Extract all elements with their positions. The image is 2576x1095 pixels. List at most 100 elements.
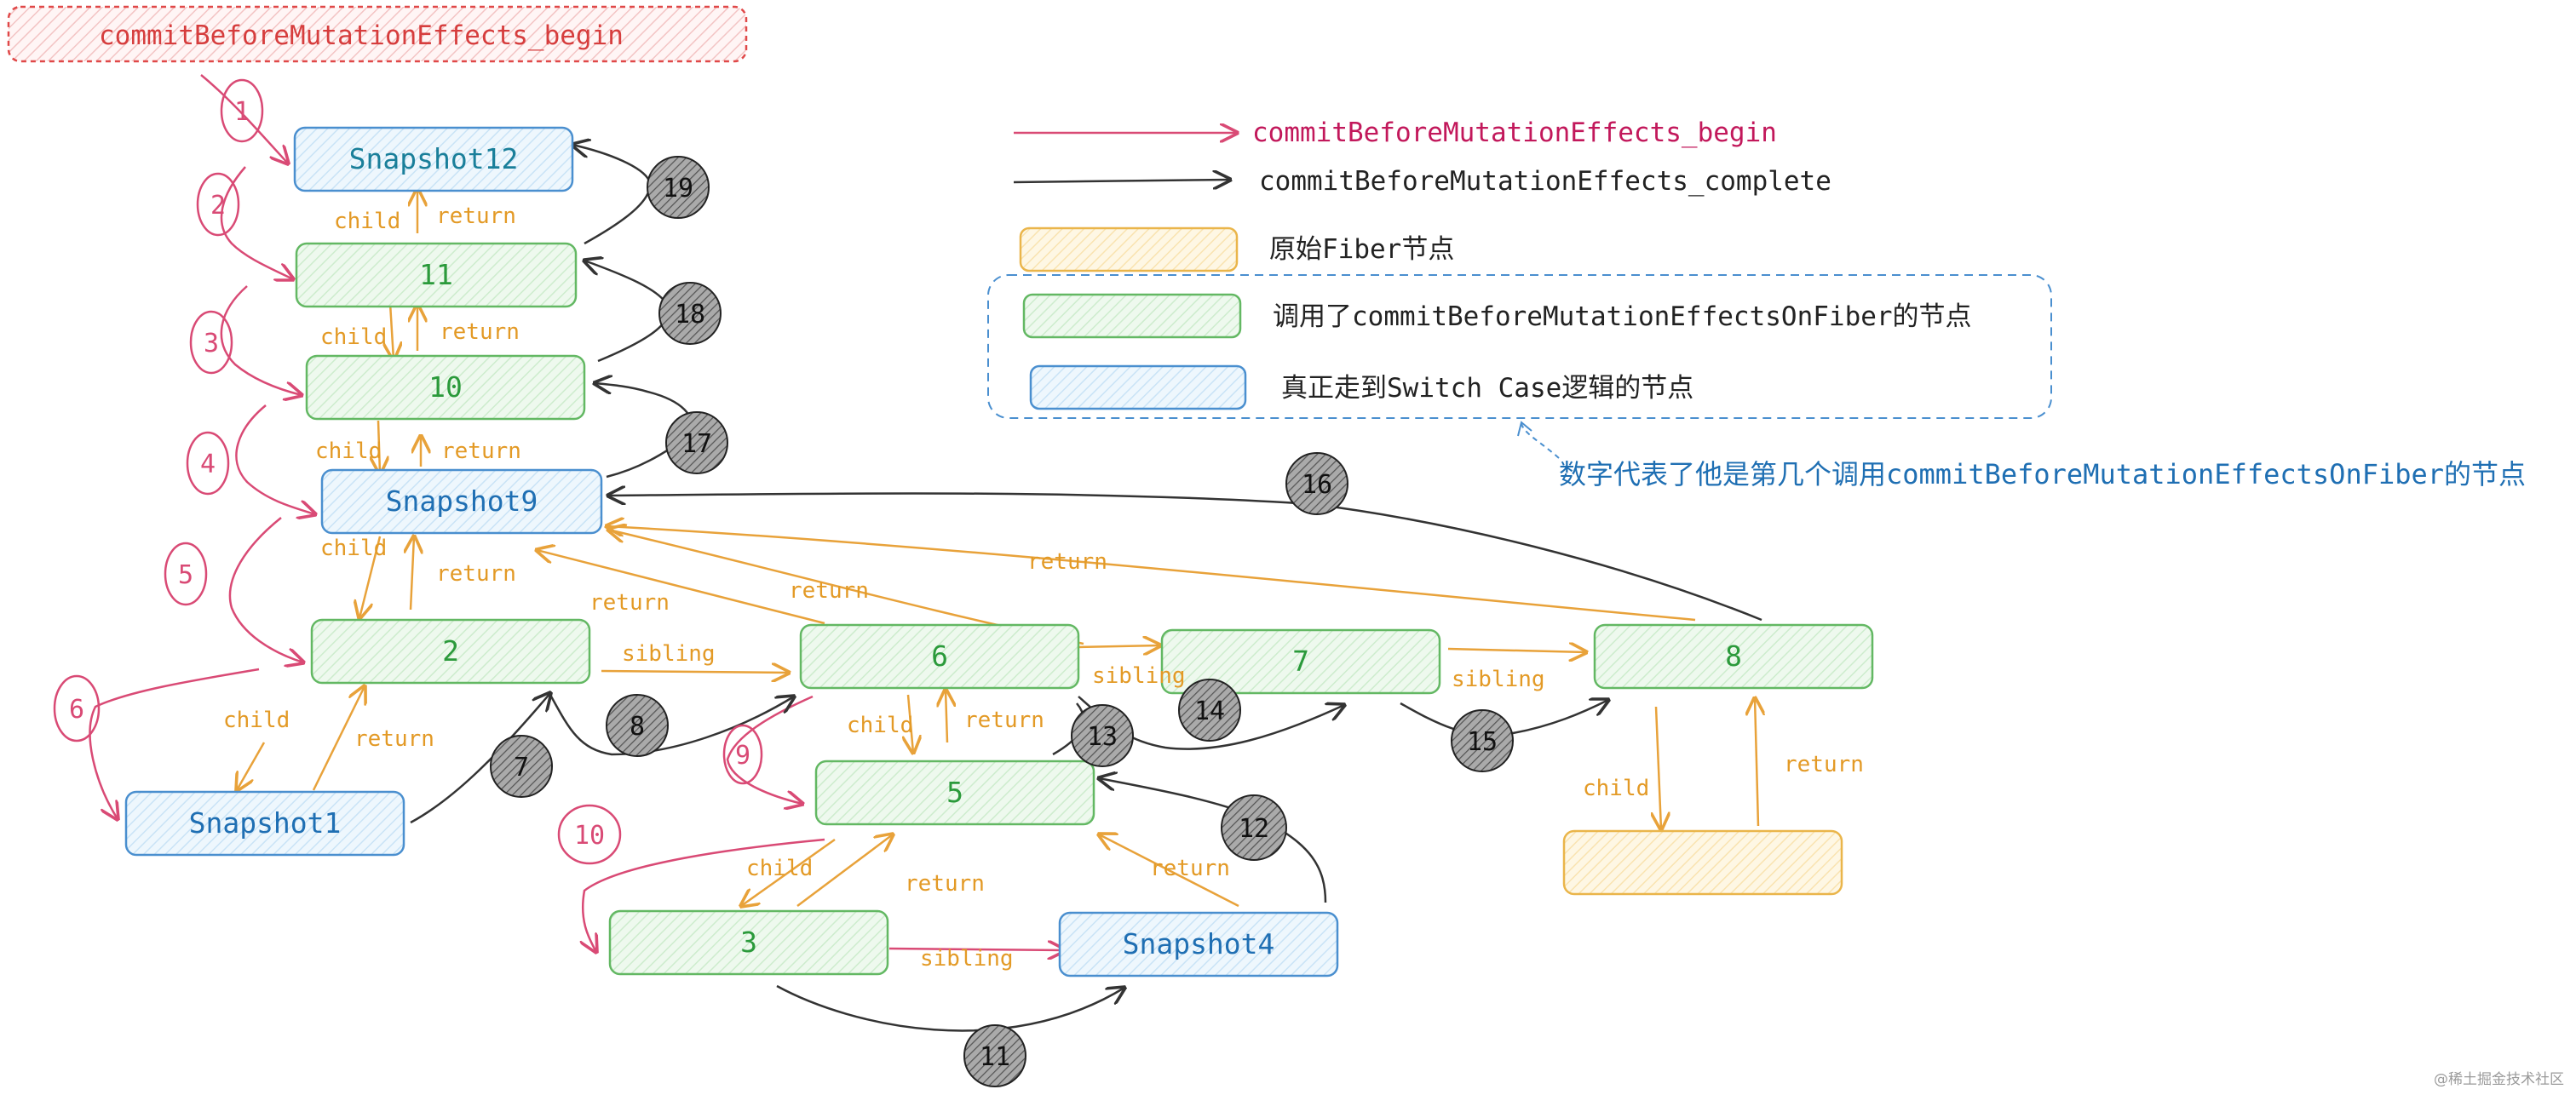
step-number-13: 13 <box>1087 722 1118 752</box>
node-11 <box>295 242 578 308</box>
node-label-snapshot9: Snapshot9 <box>386 484 538 518</box>
node-label-8: 8 <box>1725 639 1742 673</box>
complete-arrow-18 <box>584 261 670 363</box>
edge-label-child: child <box>223 708 290 733</box>
begin-arrow-6 <box>89 668 260 819</box>
step-number-5: 5 <box>178 560 193 590</box>
step-marker-12 <box>1221 794 1287 861</box>
edge-label-return: return <box>789 578 869 604</box>
step-marker-11 <box>963 1024 1026 1087</box>
node-3 <box>608 909 889 976</box>
edge-label-return: return <box>589 590 670 616</box>
link-8-child-leaf <box>1656 706 1661 829</box>
step-marker-2 <box>196 172 240 237</box>
step-marker-16 <box>1285 452 1348 515</box>
node-5 <box>814 760 1095 826</box>
edge-label-child: child <box>746 856 813 881</box>
link-5-return-6 <box>946 690 947 743</box>
link-s1-return-2 <box>312 686 365 791</box>
node-snapshot9 <box>320 468 603 535</box>
node-label-3: 3 <box>740 926 757 959</box>
edge-label-sibling: sibling <box>622 641 716 667</box>
link-2-sibling-6 <box>601 671 789 673</box>
node-snapshot4 <box>1058 911 1339 977</box>
link-11-child-10 <box>390 302 394 359</box>
edge-label-child: child <box>1583 776 1649 801</box>
step-marker-10 <box>557 804 622 865</box>
step-number-11: 11 <box>980 1042 1010 1072</box>
node-7 <box>1160 628 1441 695</box>
node-6 <box>799 623 1080 690</box>
edge-label-child: child <box>315 439 382 464</box>
step-number-6: 6 <box>69 695 84 725</box>
step-number-18: 18 <box>675 300 705 330</box>
link-6-return-9 <box>537 550 825 625</box>
node-2 <box>310 618 591 685</box>
step-number-14: 14 <box>1194 697 1225 726</box>
complete-arrow-19 <box>572 145 652 245</box>
step-number-3: 3 <box>204 329 219 358</box>
step-marker-17 <box>665 411 728 474</box>
edge-label-return: return <box>354 726 434 752</box>
complete-step-markers: 7 8 11 12 13 14 15 16 17 18 19 <box>490 156 1514 1087</box>
note-pointer-arrow <box>1521 423 1560 459</box>
node-8 <box>1593 623 1874 690</box>
link-9-child-2 <box>359 536 382 618</box>
step-marker-4 <box>186 431 230 496</box>
legend-switch-swatch <box>1029 364 1247 410</box>
begin-arrow-3 <box>220 285 302 395</box>
legend-complete-label: commitBeforeMutationEffects_complete <box>1259 166 1831 197</box>
complete-arrow-12 <box>1099 778 1327 903</box>
legend-begin-label: commitBeforeMutationEffects_begin <box>1252 118 1777 148</box>
edge-label-child: child <box>320 536 387 561</box>
step-number-7: 7 <box>514 753 529 783</box>
step-number-1: 1 <box>234 97 250 127</box>
edge-label-return: return <box>1784 752 1864 777</box>
legend-original-label: 原始Fiber节点 <box>1269 234 1454 265</box>
legend-called-label: 调用了commitBeforeMutationEffectsOnFiber的节点 <box>1273 301 1972 332</box>
step-marker-7 <box>490 735 553 798</box>
step-number-15: 15 <box>1467 727 1498 757</box>
edge-label-child: child <box>847 713 913 738</box>
link-3-return-5 <box>796 834 893 907</box>
edge-label-child: child <box>334 209 400 234</box>
title-tag-text: commitBeforeMutationEffects_begin <box>99 20 624 51</box>
link-5-child-3 <box>741 838 836 906</box>
link-10-child-9 <box>378 420 380 473</box>
edge-label-child: child <box>320 324 387 350</box>
complete-arrow-11 <box>776 986 1124 1032</box>
node-snapshot12 <box>293 126 574 192</box>
edge-label-return: return <box>436 204 516 229</box>
edge-labels: child return child return child return c… <box>223 204 1864 972</box>
begin-arrow-5 <box>228 517 303 662</box>
edge-label-return: return <box>1150 856 1230 881</box>
node-label-11: 11 <box>419 258 453 291</box>
link-s4-return-5 <box>1099 834 1239 908</box>
complete-arrows <box>410 145 1762 1032</box>
link-6-child-5 <box>908 694 913 753</box>
link-2-child-s1 <box>237 742 266 790</box>
legend-called-swatch <box>1022 293 1242 339</box>
begin-arrow-10 <box>583 838 825 952</box>
edge-label-return: return <box>441 439 521 464</box>
legend-original-swatch <box>1019 226 1239 272</box>
step-number-2: 2 <box>210 191 226 221</box>
title-tag-box <box>7 5 748 63</box>
complete-arrow-7 <box>410 693 550 824</box>
step-number-9: 9 <box>735 741 750 771</box>
node-original-fiber-leaf <box>1562 829 1843 896</box>
step-number-16: 16 <box>1302 470 1332 500</box>
step-marker-6 <box>53 674 101 742</box>
step-marker-9 <box>722 724 763 785</box>
legend-complete-arrow <box>1013 180 1230 182</box>
step-marker-8 <box>606 694 669 757</box>
fiber-nodes: Snapshot12 11 10 Snapshot9 2 Snapshot1 6… <box>124 126 1874 977</box>
legend-group-dashed-box <box>987 274 2052 419</box>
step-marker-5 <box>164 542 208 606</box>
fiber-links <box>237 189 1758 906</box>
begin-arrow-4 <box>235 404 315 514</box>
link-7-sibling-8 <box>1447 649 1586 652</box>
begin-arrow-1 <box>200 74 288 163</box>
